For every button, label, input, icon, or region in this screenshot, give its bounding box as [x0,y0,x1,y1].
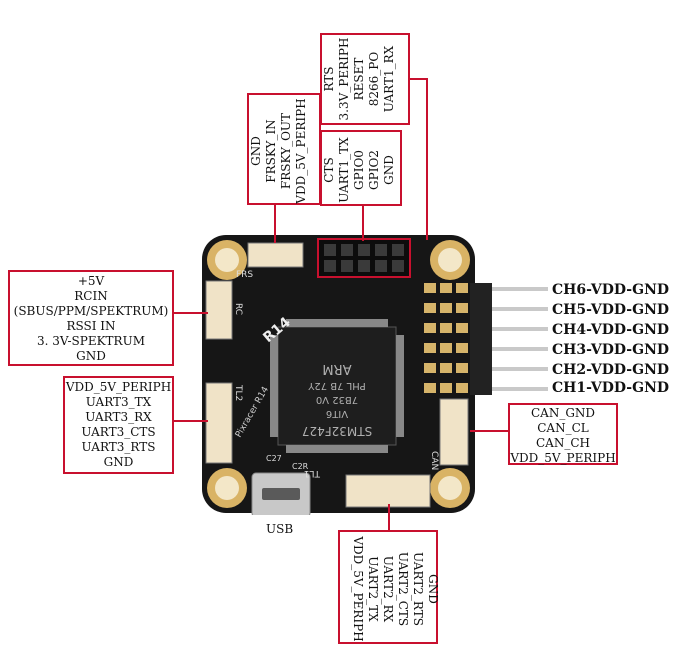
telem2-connector [205,382,233,464]
mounting-hole-br [430,468,470,508]
chip-line-4: PHL 7B 72Y [307,380,365,391]
label-text: UART3_RTS [81,440,156,454]
label-esp-upper-group: RTS 3.3V_PERIPH RESET 8266_PO UART1_RX [320,33,410,125]
mounting-hole-tr [430,240,470,280]
wire-top-right-h [410,78,428,80]
label-text: FRSKY_IN [264,119,278,183]
silk-c27: C27 [266,454,282,463]
label-text: GPIO0 [352,150,366,190]
label-text: GND [103,455,134,469]
wire-left-upper [172,312,208,314]
label-uart3-group: VDD_5V_PERIPH UART3_TX UART3_RX UART3_CT… [63,376,174,474]
mounting-hole-bl [207,468,247,508]
rc-connector [205,280,233,340]
label-text: GND [76,349,106,363]
label-text: UART2_RX [381,555,395,623]
label-uart2-group: GND UART2_RTS UART2_CTS UART2_RX UART2_T… [338,530,440,644]
label-text: CAN_CH [536,436,590,450]
label-text: UART1_RX [382,45,396,113]
wire-top-right-v [426,78,428,240]
chip-line-3: 7B32 V0 [316,394,358,405]
label-text: UART1_TX [337,137,351,203]
wire-left-lower [172,420,208,422]
label-text: VDD_5V_PERIPH [510,451,616,465]
silk-tl1: TL1 [304,468,321,478]
label-text: UART3_RX [85,410,152,424]
label-text: RSSI IN [66,319,116,333]
label-text: 3. 3V-SPEKTRUM [37,334,145,348]
label-text: UART2_CTS [396,551,410,627]
silk-rc: RC [233,303,243,315]
label-text: CAN_GND [530,406,596,420]
label-ch3: CH3-VDD-GND [552,342,670,358]
label-text: GND [426,574,440,604]
mcu-chip [277,326,397,446]
servo-pin-header [470,283,548,395]
frsky-connector [247,242,304,268]
telem1-connector [345,474,431,508]
label-text: CTS [322,157,336,183]
label-text: FRSKY_OUT [279,112,293,190]
silk-frs: FRS [236,270,253,280]
label-text: VDD_5V_PERIPH [65,380,172,394]
chip-line-2: VIT6 [326,408,348,419]
label-text: 8266_PO [367,51,381,107]
label-text: RTS [322,66,336,92]
silk-can: CAN [429,451,439,470]
wire-bottom [388,504,390,532]
label-rcin-group: +5V RCIN (SBUS/PPM/SPEKTRUM) RSSI IN 3. … [8,270,174,366]
mounting-hole-tl [207,240,247,280]
label-ch5: CH5-VDD-GND [552,302,670,318]
label-text: 3.3V_PERIPH [337,37,351,121]
label-text: VDD_5V_PERIPH [351,536,365,642]
label-ch6: CH6-VDD-GND [552,282,670,298]
can-connector [439,398,469,466]
label-ch1: CH1-VDD-GND [552,380,670,396]
wire-top-right-lower [362,203,364,241]
label-text: RESET [352,57,366,101]
label-text: UART2_TX [366,556,380,622]
label-text: GPIO2 [367,150,381,190]
silk-c2r: C2R [292,462,309,471]
label-text: UART3_TX [85,395,152,409]
chip-line-1: STM32F427 [302,424,372,438]
wire-top-left [274,203,276,243]
silk-tl2: TL2 [233,384,243,401]
label-frsky-group: GND FRSKY_IN FRSKY_OUT VDD_5V_PERIPH [247,93,321,205]
label-ch4: CH4-VDD-GND [552,322,670,338]
flight-controller-board: ARM PHL 7B 72Y 7B32 V0 VIT6 STM32F427 R1… [202,235,475,515]
label-text: GND [249,136,263,166]
label-ch2: CH2-VDD-GND [552,362,670,378]
label-esp-lower-group: CTS UART1_TX GPIO0 GPIO2 GND [320,130,402,206]
label-text: GND [382,155,396,185]
label-text: (SBUS/PPM/SPEKTRUM) [13,304,169,318]
label-text: VDD_5V_PERIPH [294,98,308,204]
chip-logo: ARM [322,361,351,376]
label-text: UART3_CTS [81,425,156,439]
label-text: +5V [77,274,105,288]
label-text: UART2_RTS [411,552,425,626]
wire-right-can [470,430,510,432]
label-text: CAN_CL [537,421,589,435]
label-can-group: CAN_GND CAN_CL CAN_CH VDD_5V_PERIPH [508,403,618,465]
label-usb: USB [266,522,294,536]
label-text: RCIN [74,289,108,303]
